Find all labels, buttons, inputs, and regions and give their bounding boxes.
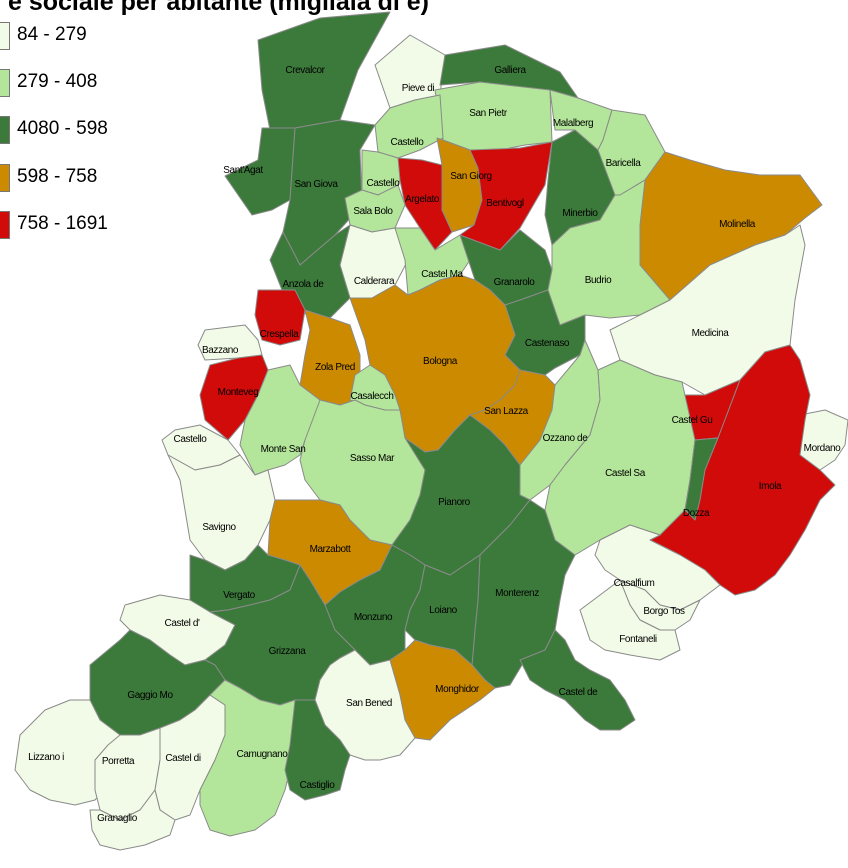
legend-swatch xyxy=(0,116,10,144)
municipality-castiglio xyxy=(284,699,351,801)
municipality-label: Borgo Tos xyxy=(643,606,685,617)
municipality-fontaneli xyxy=(579,579,681,661)
municipality-label: Marzabott xyxy=(310,544,351,555)
municipality-castello xyxy=(374,94,444,159)
municipality-label: Malalberg xyxy=(553,118,593,129)
municipality-label: Grizzana xyxy=(269,646,307,657)
municipality-label: Bazzano xyxy=(202,345,239,356)
municipality-label: Camugnano xyxy=(237,749,289,760)
legend-label: 758 - 1691 xyxy=(17,213,108,234)
municipality-label: San Lazza xyxy=(484,406,528,417)
municipality-label: San Giorg xyxy=(450,171,491,182)
municipality-label: Granaglio xyxy=(97,813,138,824)
municipality-label: Sasso Mar xyxy=(350,453,395,464)
municipality-label: Zola Pred xyxy=(315,362,355,373)
municipality-label: Calderara xyxy=(354,276,395,287)
municipality-label: Gaggio Mo xyxy=(127,690,173,701)
municipality-label: Castello xyxy=(174,434,208,445)
municipality-label: Monghidor xyxy=(435,684,480,695)
municipality-label: San Giova xyxy=(294,179,338,190)
municipality-san-giova xyxy=(282,119,376,266)
municipality-label: Ozzano de xyxy=(543,433,589,444)
municipality-label: Mordano xyxy=(804,443,842,454)
municipality-label: Monterenz xyxy=(495,588,539,599)
municipality-label: Castel Gu xyxy=(672,415,713,426)
municipality-label: San Bened xyxy=(346,698,392,709)
municipality-label: Granarolo xyxy=(494,277,536,288)
municipality-label: Monte San xyxy=(261,444,306,455)
legend-swatch xyxy=(0,211,10,239)
municipality-label: Galliera xyxy=(494,65,526,76)
municipality-label: Bentivogl xyxy=(486,198,524,209)
municipality-label: Loiano xyxy=(429,605,457,616)
municipality-label: Castenaso xyxy=(525,338,570,349)
municipality-label: San Pietr xyxy=(469,108,508,119)
legend-label: 279 - 408 xyxy=(17,71,98,92)
municipality-label: Sala Bolo xyxy=(353,206,393,217)
municipality-label: Casalecch xyxy=(350,391,393,402)
municipality-label: Imola xyxy=(759,481,782,492)
municipality-label: Monzuno xyxy=(354,612,393,623)
municipality-label: Castel de xyxy=(559,687,598,698)
municipality-label: Monteveg xyxy=(218,387,259,398)
municipality-label: Porretta xyxy=(102,756,135,767)
municipality-label: Castel Sa xyxy=(605,468,646,479)
municipality-label: Molinella xyxy=(719,219,756,230)
municipality-label: Pieve di xyxy=(402,83,435,94)
municipality-savigno xyxy=(167,454,276,571)
municipality-casalfium xyxy=(594,524,721,611)
municipality-label: Crespella xyxy=(260,329,299,340)
legend-label: 84 - 279 xyxy=(17,24,87,45)
municipality-label: Minerbio xyxy=(562,208,598,219)
municipality-argelato xyxy=(397,157,453,251)
municipality-label: Vergato xyxy=(223,590,256,601)
map-title: e sociale per abitante (migliaia di e) xyxy=(8,0,429,16)
municipality-castel-de xyxy=(519,629,636,731)
municipality-crespella xyxy=(254,289,306,346)
legend-swatch xyxy=(0,22,10,50)
municipality-label: Budrio xyxy=(585,275,612,286)
municipality-label: Medicina xyxy=(692,328,730,339)
municipality-label: Bologna xyxy=(423,356,458,367)
legend-swatch xyxy=(0,69,10,97)
municipality-label: Castello xyxy=(391,137,425,148)
municipality-label: Sant'Agat xyxy=(223,165,263,176)
municipality-label: Castel Ma xyxy=(421,269,463,280)
municipality-label: Dozza xyxy=(683,508,710,519)
municipality-label: Castiglio xyxy=(300,780,336,791)
municipality-label: Castel di xyxy=(165,753,200,764)
legend-swatch xyxy=(0,164,10,192)
municipality-label: Fontaneli xyxy=(619,634,657,645)
municipality-label: Argelato xyxy=(405,194,440,205)
municipality-label: Anzola de xyxy=(283,279,325,290)
municipality-monte-san xyxy=(239,364,321,476)
legend-label: 598 - 758 xyxy=(17,166,98,187)
municipality-label: Lizzano i xyxy=(28,752,64,763)
legend-label: 4080 - 598 xyxy=(17,118,108,139)
municipality-label: Pianoro xyxy=(438,497,471,508)
municipality-label: Savigno xyxy=(202,522,236,533)
municipality-granaglio xyxy=(89,789,176,851)
municipality-label: Baricella xyxy=(606,158,642,169)
municipality-label: Castello xyxy=(367,178,401,189)
municipality-label: Castel d' xyxy=(165,618,200,629)
municipality-label: Casalfium xyxy=(614,578,655,589)
municipality-dozza xyxy=(684,437,719,521)
municipality-label: Crevalcor xyxy=(285,65,325,76)
municipality-camugnano xyxy=(199,679,301,837)
